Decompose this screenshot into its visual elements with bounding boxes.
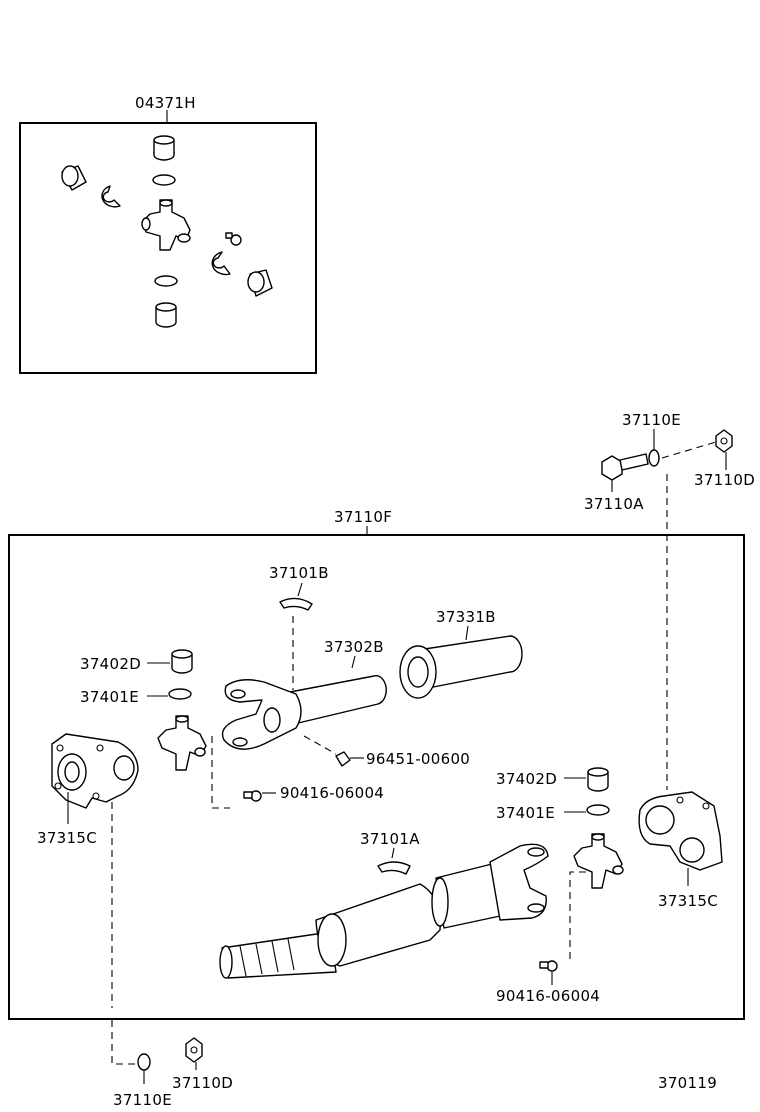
label-snap-ring-left: 37401E: [80, 688, 139, 706]
label-bearing-right: 37402D: [496, 770, 557, 788]
balance-weight-lower-icon: [377, 861, 411, 875]
bolt-top-icon: [601, 453, 649, 481]
flange-yoke-right-icon: [638, 791, 723, 871]
label-bearing-left: 37402D: [80, 655, 141, 673]
spider-kit-frame: [19, 122, 317, 374]
nut-top-icon: [715, 429, 733, 453]
snap-ring-top-icon: [152, 174, 176, 186]
spider-cross-icon: [141, 199, 191, 251]
label-sleeve: 37331B: [436, 608, 496, 626]
flange-yoke-left-icon: [51, 733, 139, 809]
propeller-shaft-frame: [8, 534, 745, 1020]
washer-bottom-icon: [137, 1053, 151, 1071]
fitting-left-icon: [243, 790, 262, 802]
washer-top-icon: [648, 449, 660, 467]
label-flange-left: 37315C: [37, 829, 97, 847]
bearing-cup-right-main-icon: [587, 767, 609, 792]
bearing-cup-left-main-icon: [171, 649, 193, 674]
spider-right-icon: [573, 833, 624, 889]
snap-ring-right-kit-icon: [211, 251, 231, 276]
label-fitting-left: 90416-06004: [280, 784, 384, 802]
bearing-cup-bottom-icon: [155, 302, 177, 328]
snap-ring-left-kit-icon: [101, 185, 121, 208]
label-bolt-top: 37110A: [584, 495, 644, 513]
bearing-cup-right-icon: [247, 269, 273, 297]
snap-ring-right-main-icon: [586, 804, 610, 816]
bottom-dashed-line: [111, 1020, 136, 1065]
label-nut-bottom: 37110D: [172, 1074, 233, 1092]
yoke-shaft-icon: [221, 675, 387, 750]
label-weight-upper: 37101B: [269, 564, 329, 582]
label-fitting-lower: 90416-06004: [496, 987, 600, 1005]
label-snap-ring-right: 37401E: [496, 804, 555, 822]
grease-nipple-kit-icon: [225, 232, 242, 246]
label-grease-fitting-upper: 96451-00600: [366, 750, 470, 768]
slip-yoke-icon: [431, 843, 549, 929]
spider-kit-group: 04371H: [19, 94, 317, 374]
fitting-lower-icon: [539, 960, 558, 972]
label-washer-top: 37110E: [622, 411, 681, 429]
splined-shaft-icon: [219, 883, 441, 979]
figure-number: 370119: [658, 1074, 717, 1092]
label-flange-right: 37315C: [658, 892, 718, 910]
snap-ring-bottom-icon: [154, 275, 178, 287]
bearing-cup-top-icon: [153, 135, 175, 161]
top-hardware-group: 37110E 37110A 37110D: [584, 411, 755, 790]
label-yoke-shaft: 37302B: [324, 638, 384, 656]
label-weight-lower: 37101A: [360, 830, 420, 848]
snap-ring-left-main-icon: [168, 688, 192, 700]
grease-fitting-upper-icon: [335, 751, 351, 767]
label-shaft-assy: 37110F: [334, 508, 392, 526]
label-nut-top: 37110D: [694, 471, 755, 489]
balance-weight-upper-icon: [279, 597, 313, 611]
spider-left-icon: [157, 715, 207, 771]
label-kit: 04371H: [135, 94, 196, 112]
label-washer-bottom: 37110E: [113, 1091, 172, 1109]
nut-bottom-icon: [185, 1037, 203, 1063]
sleeve-tube-icon: [399, 635, 523, 699]
bearing-cup-left-icon: [61, 165, 87, 191]
